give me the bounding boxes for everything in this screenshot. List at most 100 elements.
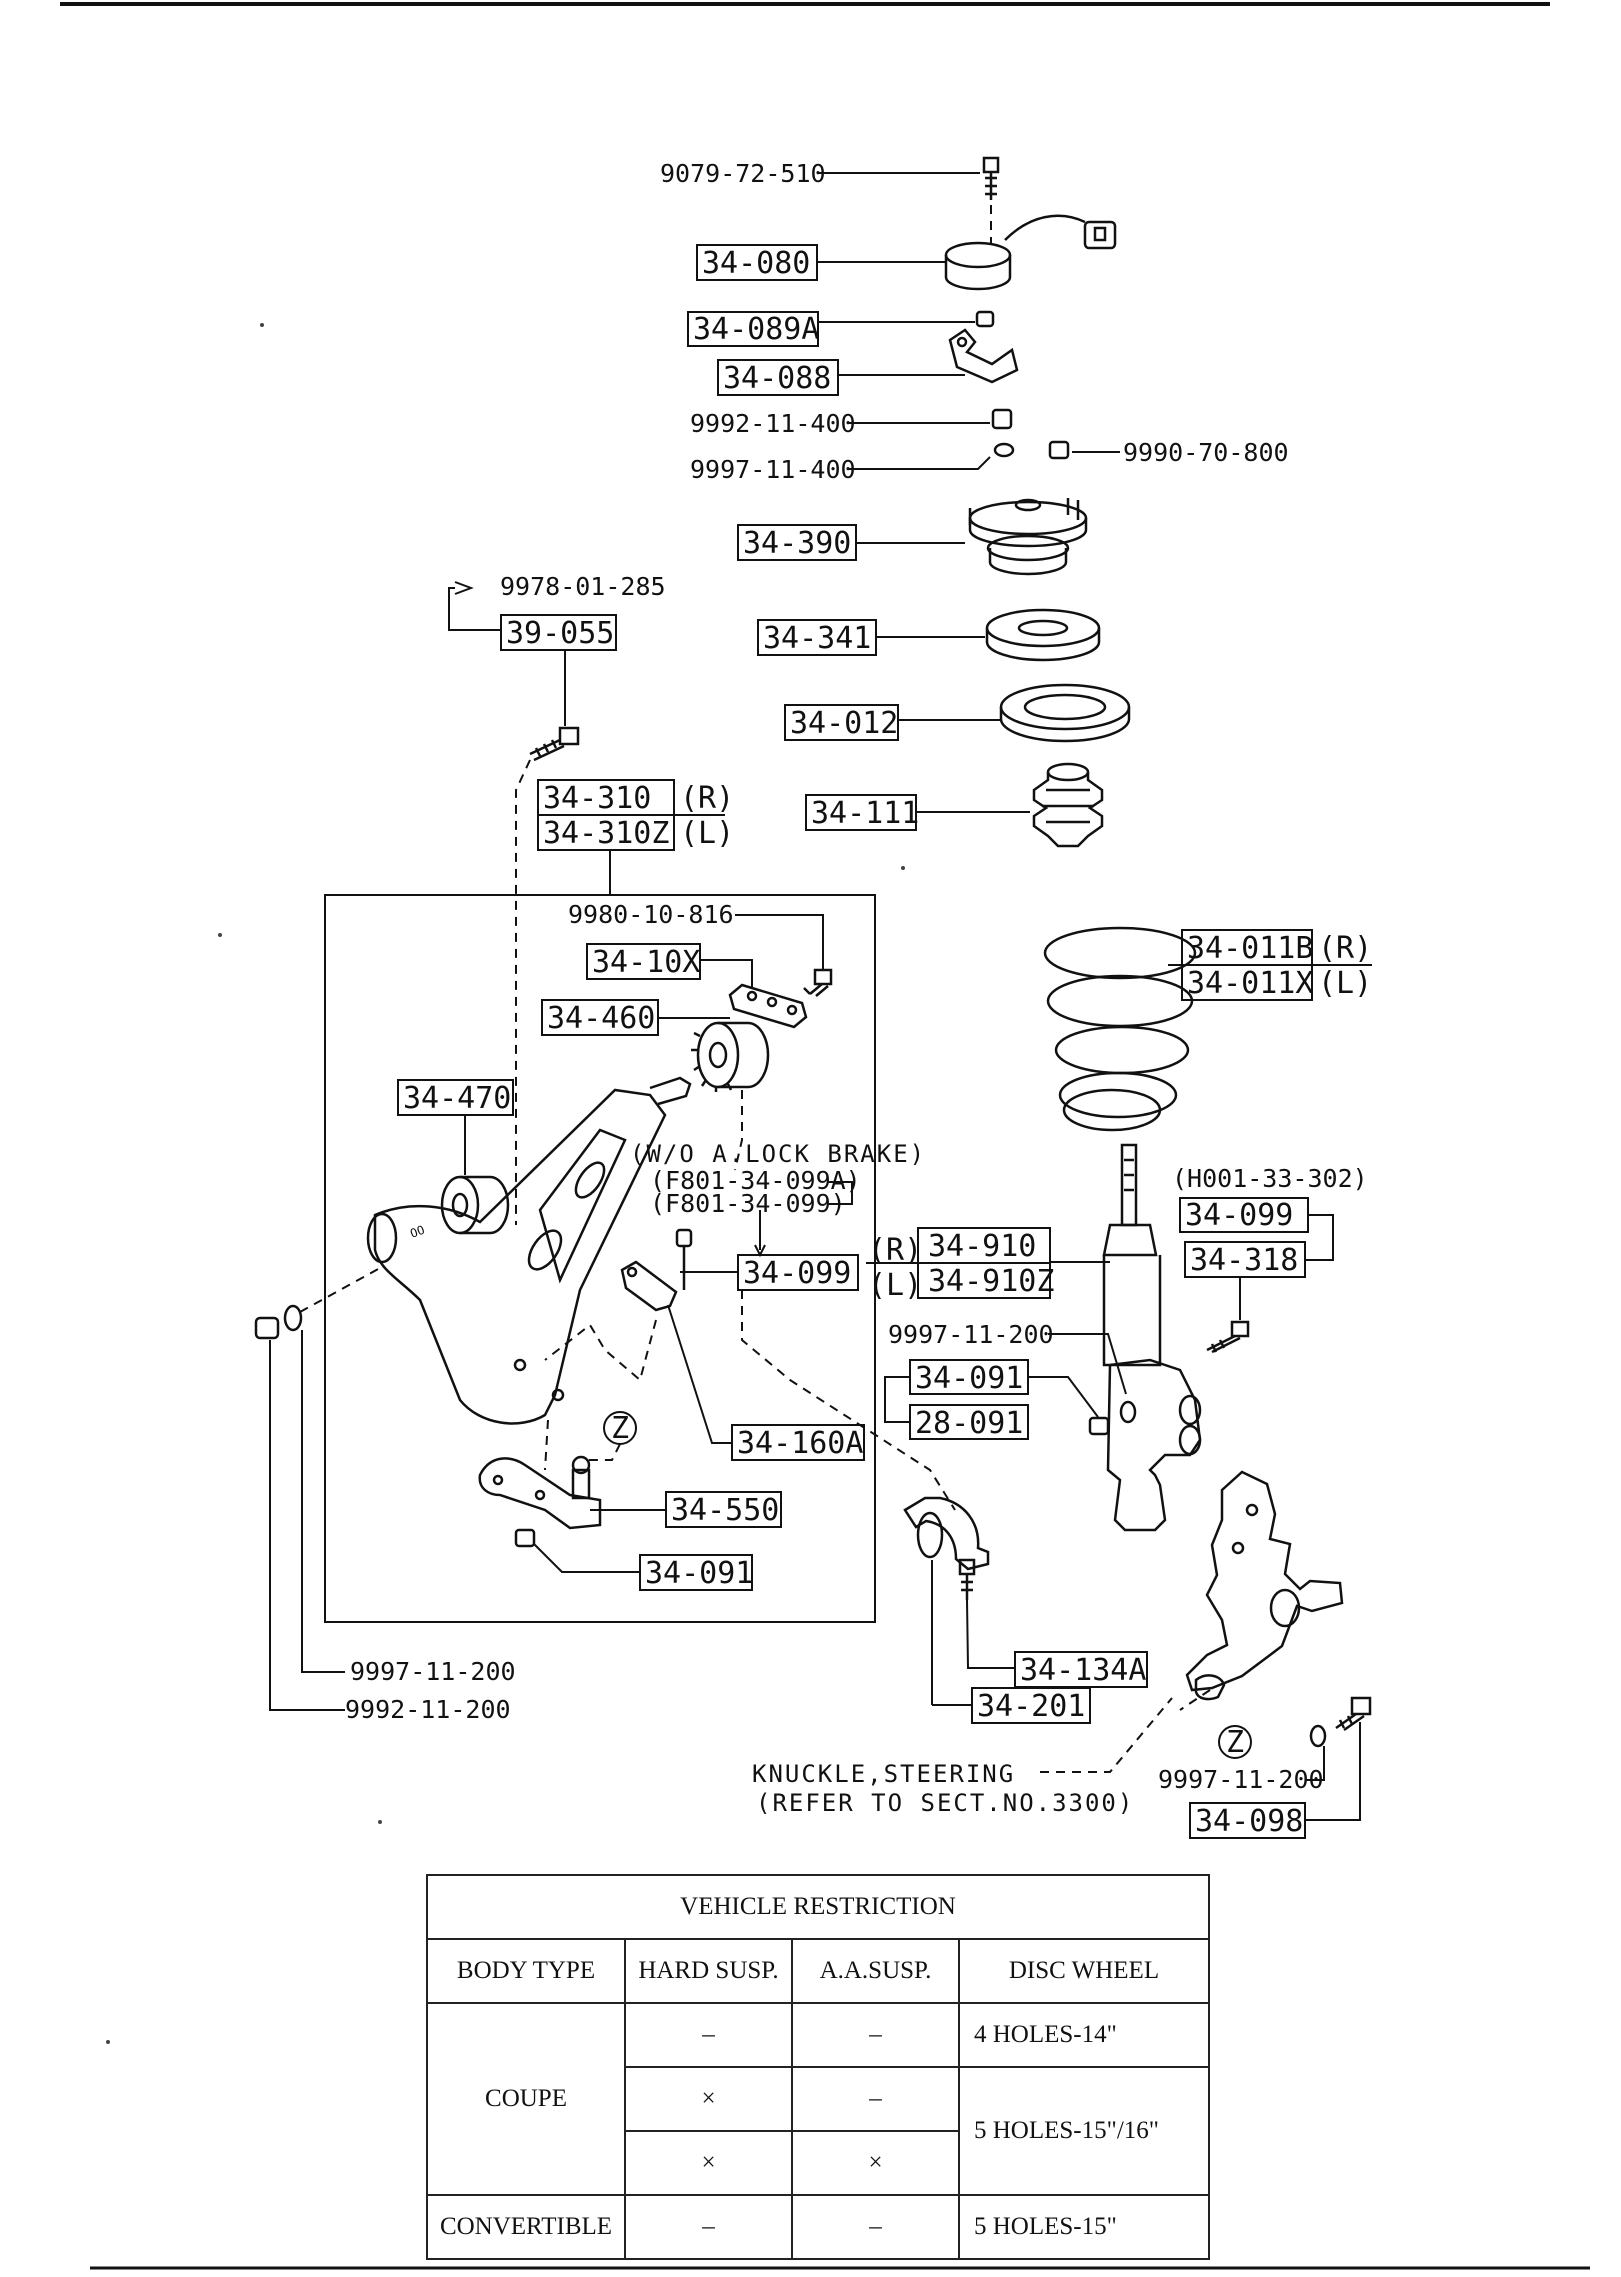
label-28-091: 28-091 [915,1406,1023,1441]
cell-aa: × [791,2130,960,2196]
label-knuckle-steering: KNUCKLE,STEERING [752,1760,1015,1788]
dash-39-055-arm [515,759,531,1225]
leader-34-318-bracket [1305,1214,1334,1261]
label-34-088: 34-088 [723,361,831,396]
cell-aa: – [791,2002,960,2068]
label-9978-01-285: 9978-01-285 [500,572,666,601]
label-l-34-910: (L) [868,1268,922,1303]
box-34-089a [687,311,819,347]
label-34-910z: 34-910Z [928,1264,1054,1299]
scan-speck [378,1820,382,1824]
washer-9997-400-icon [993,442,1015,458]
label-9997-11-200-b: 9997-11-200 [350,1657,516,1686]
leader-28-091-bracket [884,1376,910,1423]
label-34-091-lower: 34-091 [645,1556,753,1591]
label-34-080: 34-080 [702,246,810,281]
label-34-201: 34-201 [977,1689,1085,1724]
strut-mount-icon [968,498,1088,576]
steering-knuckle-icon [1185,1470,1344,1701]
cell-hard: – [624,2194,793,2260]
box-34-134a [1014,1651,1148,1688]
dash-34-460 [734,1090,743,1171]
leader-9997-200-a [1048,1333,1127,1395]
nut-9992-400-icon [991,408,1013,430]
lower-arm-assembly-frame [324,894,876,1623]
leader-f801 [828,1181,853,1205]
label-34-011x: 34-011X [1187,966,1313,1001]
label-h001: (H001-33-302) [1172,1164,1368,1193]
box-34-088 [717,359,839,396]
bolt-39-055-icon [529,726,580,762]
scan-speck [218,933,222,937]
nut-34-089a-icon [975,310,995,328]
dash-sensor-bracket [741,1290,956,1511]
label-34-470: 34-470 [403,1081,511,1116]
washer-9997-200-b-icon [283,1304,303,1332]
label-9997-11-200-a: 9997-11-200 [888,1320,1054,1349]
leader-9978-bracket [448,587,501,631]
box-34-10x [586,943,701,980]
label-l-34-011: (L) [1318,966,1372,1001]
label-34-910: 34-910 [928,1229,1036,1264]
dash-left-fasteners [299,1267,381,1313]
leader-9997-11-400 [848,456,991,470]
label-9990-70-800: 9990-70-800 [1123,438,1289,467]
bushing-34-460-icon [691,1021,770,1092]
leader-34-091-mid [1028,1376,1099,1418]
label-34-011b: 34-011B [1187,931,1313,966]
leader-34-134a [966,1599,1015,1669]
table-header-row: BODY TYPE HARD SUSP. A.A.SUSP. DISC WHEE… [426,1938,1210,2004]
svg-text:OO: OO [408,1223,426,1241]
bolt-34-134a-icon [958,1558,976,1600]
nut-9992-200-icon [254,1316,280,1340]
scan-speck [260,323,264,327]
label-r-34-011: (R) [1318,931,1372,966]
bushing-34-470-icon [440,1175,510,1235]
cell-aa: – [791,2066,960,2132]
label-34-310z: 34-310Z [543,816,669,851]
leader-34-160a [667,1304,732,1444]
table-row: COUPE – – 4 HOLES-14" [426,2002,1210,2196]
leader-9997-200-b [301,1330,345,1673]
insulator-34-012-icon [999,683,1131,743]
table-row: × – 5 HOLES-15"/16" [427,2066,1210,2196]
leader-34-10x [700,959,753,988]
label-9992-11-400: 9992-11-400 [690,409,856,438]
label-f801-099: (F801-34-099) [650,1189,846,1218]
cell-wheel: 5 HOLES-15" [958,2194,1210,2260]
box-34-098 [1189,1802,1306,1839]
label-34-310: 34-310 [543,781,651,816]
label-34-099-right: 34-099 [1185,1198,1293,1233]
label-z-2: Z [1226,1725,1244,1760]
label-9997-11-200-c: 9997-11-200 [1158,1765,1324,1794]
vehicle-restriction-table: VEHICLE RESTRICTION BODY TYPE HARD SUSP.… [426,1874,1210,2260]
dash-ball-joint [544,1419,549,1471]
cell-hard: – [624,2002,793,2068]
bracket-34-088-icon [948,328,1019,384]
shock-absorber-icon [1102,1143,1202,1532]
table-row: CONVERTIBLE – – 5 HOLES-15" [426,2194,1210,2260]
header-body-type: BODY TYPE [426,1938,626,2004]
stabilizer-bracket-icon [903,1496,990,1571]
lower-control-arm-icon: OO [366,1076,692,1425]
box-34-091-lower [639,1554,753,1591]
ball-joint-icon [478,1455,602,1530]
dash-knuckle-label [1040,1697,1173,1773]
label-9980-10-816: 9980-10-816 [568,900,734,929]
header-disc-wheel: DISC WHEEL [958,1938,1210,2004]
scan-speck [106,2040,110,2044]
leader-9992-200 [269,1340,345,1711]
box-34-470 [397,1079,514,1116]
cell-wheel: 4 HOLES-14" [958,2002,1210,2068]
coil-spring-icon [1043,926,1197,1132]
label-34-341: 34-341 [763,621,871,656]
leader-9978-arrow [454,581,474,595]
nut-9990-icon [1048,440,1070,460]
label-34-134a: 34-134A [1020,1653,1146,1688]
label-f801-099a: (F801-34-099A) [650,1166,861,1195]
bump-stop-icon [1032,762,1104,848]
label-z-1: Z [611,1411,629,1446]
table-title: VEHICLE RESTRICTION [426,1874,1210,1940]
label-34-10x: 34-10X [592,945,700,980]
dash-z-1 [585,1443,621,1461]
